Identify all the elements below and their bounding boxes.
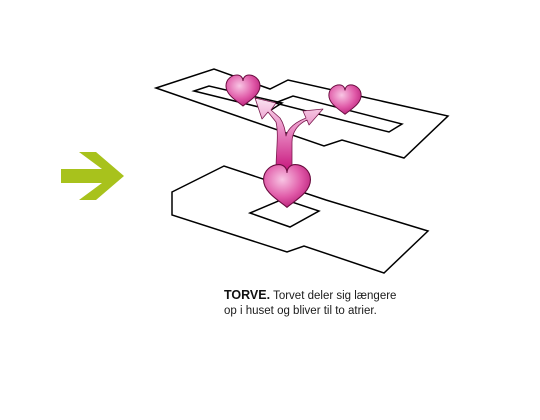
atrium-right-opening	[272, 95, 404, 133]
caption-heading: TORVE.	[224, 288, 271, 302]
upper-floor-outline	[153, 68, 450, 159]
caption-body: Torvet deler sig længere op i huset og b…	[224, 290, 397, 317]
heart-icon	[328, 84, 362, 115]
lower-floor-plan	[171, 165, 430, 274]
branching-arrow-icon	[254, 97, 324, 171]
caption: TORVE. Torvet deler sig længere op i hus…	[224, 288, 399, 318]
heart-icon	[262, 163, 312, 209]
square-opening	[247, 198, 321, 228]
heart-icon	[225, 74, 261, 107]
arrow-right-icon	[61, 152, 124, 200]
upper-floor-plan	[153, 68, 450, 159]
lower-floor-outline	[171, 165, 430, 274]
